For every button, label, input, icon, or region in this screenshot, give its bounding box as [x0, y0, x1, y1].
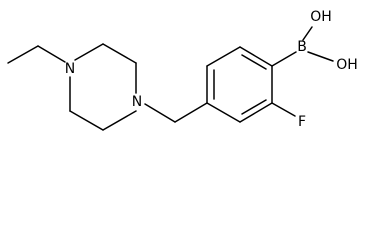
bond-piperazine-n4-c5 [102, 110, 137, 131]
bond-piperazine-n1-c2 [74, 43, 104, 61]
bond-benzene-inner-bottom [241, 99, 267, 115]
bond-piperazine-c5-c6 [69, 110, 104, 131]
bond-piperazine-c2-c3 [102, 43, 137, 64]
bond-ring-fluorine [271, 102, 296, 117]
bond-ethyl-ch2-n [37, 45, 66, 63]
bond-ring-boron [271, 51, 297, 67]
atom-oh-top: OH [310, 9, 332, 25]
bond-benzene-c3-c4 [239, 46, 273, 67]
bond-benzene-c6-c1 [206, 102, 241, 123]
bond-benzene-c5-c6 [239, 102, 273, 123]
atom-oh-right: OH [336, 57, 358, 73]
molecule-structure: N N B OH OH F [7, 9, 358, 131]
bond-benzene-c2-c3 [206, 46, 241, 67]
atom-n-ethyl: N [65, 61, 75, 77]
bond-ch2-ring [174, 102, 208, 123]
bond-n4-ch2 [144, 103, 176, 123]
atom-fluorine: F [298, 114, 306, 130]
bond-boron-oh-right [307, 51, 334, 62]
bond-boron-oh-top [302, 26, 313, 41]
bond-ethyl-ch3-ch2 [7, 45, 39, 64]
atom-boron: B [297, 39, 307, 55]
atom-n-benzyl: N [132, 94, 142, 110]
bond-benzene-inner-top [241, 54, 267, 70]
